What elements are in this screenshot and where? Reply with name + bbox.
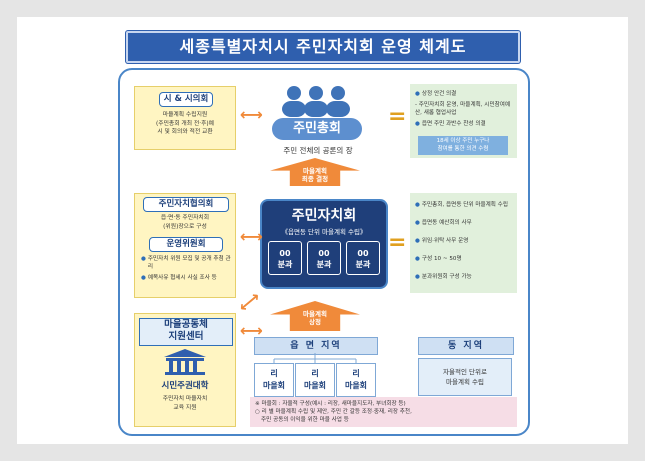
assembly-notes-box: ●상정 안건 의결 - 주민자치회 운영, 마을계획, 시민참여예산, 새롭 협… [410, 84, 517, 158]
decide-arrow-label: 마을계획 최종 결정 [301, 167, 329, 183]
support-center-title: 마을공동체 지원센터 [139, 318, 233, 346]
double-arrow-icon: ⟷ [240, 321, 263, 340]
consultative-council-text: 읍·면·동 주민자치회 (위원)장으로 구성 [160, 215, 210, 230]
support-center-desc: 주민자치 마을자치 교육 지원 [162, 396, 208, 411]
equals-sign: = [388, 230, 407, 255]
submit-arrow-label: 마을계획 상정 [303, 310, 327, 326]
council-note: 읍면동 예산회의 사무 [421, 220, 472, 226]
council-note: 구성 10 ~ 50명 [421, 256, 462, 262]
assembly-title: 주민총회 [272, 118, 362, 140]
council-note: 위임·위탁 사무 운영 [421, 238, 469, 244]
double-arrow-icon: ⟷ [240, 105, 263, 124]
dong-area-desc: 자율적인 단위로 마을계획 수립 [418, 358, 512, 396]
citizen-university-label: 시민주권대학 [161, 381, 209, 391]
city-council-box: 시 & 시의회 마을계획 수립지원 (주민총회 개최 전·후)예 시 및 회의와… [134, 86, 236, 150]
council-note: 분과위원회 구성 가능 [421, 274, 472, 280]
council-committee-box: 주민자치협의회 읍·면·동 주민자치회 (위원)장으로 구성 운영위원회 ●주민… [134, 193, 236, 298]
city-council-heading: 시 & 시의회 [159, 92, 213, 107]
assembly-sub-badge: 18세 이상 주민 누구나 참여를 통한 의견 수렴 [418, 136, 508, 155]
assembly-subtitle: 주민 전체의 공론의 장 [283, 146, 353, 155]
council-note: 주민총회, 읍면동 단위 마을계획 수립 [421, 202, 508, 208]
council-title: 주민자치회 [291, 208, 357, 224]
equals-sign: = [388, 104, 407, 129]
council-notes-box: ●주민총회, 읍면동 단위 마을계획 수립 ●읍면동 예산회의 사무 ●위임·위… [410, 193, 517, 293]
consultative-council-heading: 주민자치협의회 [143, 197, 229, 212]
dong-area-header: 동 지역 [418, 337, 514, 355]
double-arrow-icon: ⟷ [240, 227, 263, 246]
assembly-note: 상정 안건 의결 [421, 91, 457, 97]
building-icon [164, 349, 206, 375]
support-center-box: 마을공동체 지원센터 시민주권대학 주민자치 마을자치 교육 지원 [134, 313, 236, 427]
committee-item: 주민자치 위원 모집 및 공개 추첨 관리 [147, 256, 231, 270]
diagram-title: 세종특별자치시 주민자치회 운영 체계도 [126, 31, 520, 63]
committee-item: 예목사유 협세시 사실 조사 등 [147, 275, 217, 281]
assembly-note: - 주민자치회 운영, 마을계획, 시민참여예산, 새롭 협업사업 [415, 102, 511, 116]
city-council-text: 마을계획 수립지원 (주민총회 개최 전·후)예 시 및 회의와 적전 교환 [155, 112, 215, 135]
village-council-footnote: ※ 마을회 : 자율적 구성(예시 : 리장, 새마을지도자, 부녀회장 등) … [250, 397, 517, 427]
council-subtitle: 《읍면동 단위 마을계획 수립》 [281, 228, 367, 236]
eup-connector-lines [273, 353, 357, 363]
steering-committee-heading: 운영위원회 [149, 237, 223, 252]
assembly-note: 읍면 주민 과반수 찬성 의결 [421, 121, 486, 127]
eup-area-header: 읍 면 지역 [254, 337, 378, 355]
people-icon [282, 86, 350, 117]
